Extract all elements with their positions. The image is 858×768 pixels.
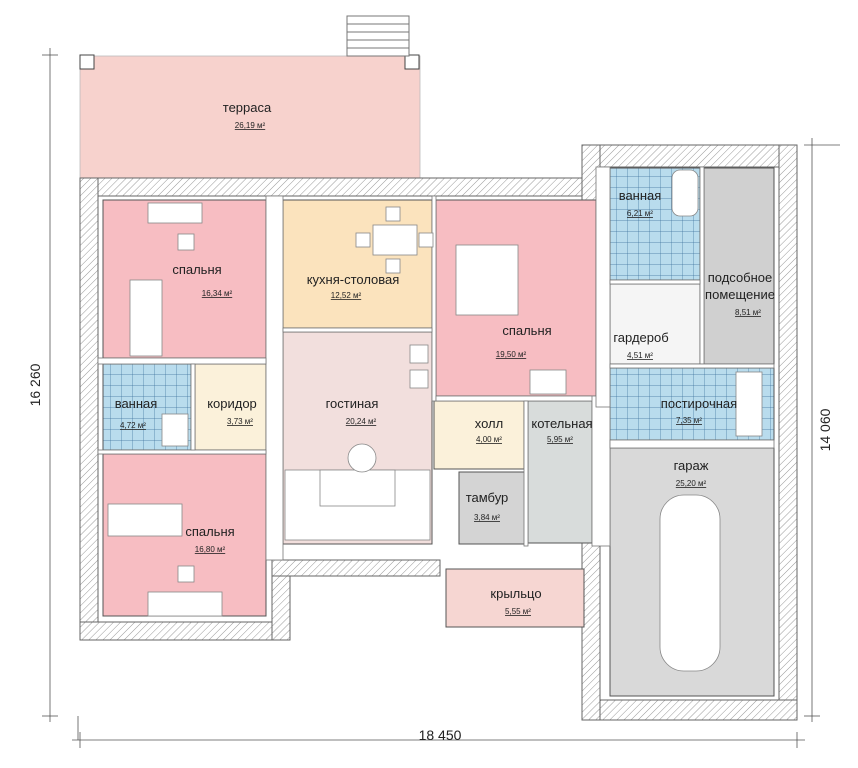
boiler-area: 5,95 м² — [547, 435, 573, 444]
dimension-right: 14 060 — [817, 408, 833, 451]
utility-label-line-1: подсобное — [708, 270, 773, 285]
corridor-area: 3,73 м² — [227, 417, 253, 426]
bedroom-3-label: спальня — [185, 524, 234, 539]
terrace-area: 26,19 м² — [235, 121, 266, 130]
living-area: 20,24 м² — [346, 417, 377, 426]
terrace-label: терраса — [223, 100, 272, 115]
living-label: гостиная — [326, 396, 379, 411]
bath-1-label: ванная — [115, 396, 158, 411]
laundry-area: 7,35 м² — [676, 416, 702, 425]
garage-area: 25,20 м² — [676, 479, 707, 488]
porch-area: 5,55 м² — [505, 607, 531, 616]
bedroom-1-room — [102, 199, 267, 359]
utility-area: 8,51 м² — [735, 308, 761, 317]
furniture — [107, 169, 763, 672]
bath-2-label: ванная — [619, 188, 662, 203]
dimension-left: 16 260 — [27, 363, 43, 406]
garage-label: гараж — [674, 458, 709, 473]
utility-label-line-2: помещение — [705, 287, 775, 302]
wardrobe-label: гардероб — [613, 330, 668, 345]
utility-room — [703, 167, 775, 365]
wardrobe-area: 4,51 м² — [627, 351, 653, 360]
kitchen-area: 12,52 м² — [331, 291, 362, 300]
tambour-room — [458, 471, 527, 545]
porch-room — [445, 568, 585, 628]
hall-label: холл — [475, 416, 503, 431]
corridor-label: коридор — [207, 396, 257, 411]
bedroom-3-area: 16,80 м² — [195, 545, 226, 554]
porch-label: крыльцо — [490, 586, 541, 601]
corridor-room — [194, 363, 267, 451]
hall-area: 4,00 м² — [476, 435, 502, 444]
bath-2-area: 6,21 м² — [627, 209, 653, 218]
tambour-label: тамбур — [466, 490, 509, 505]
tambour-area: 3,84 м² — [474, 513, 500, 522]
kitchen-label: кухня-столовая — [307, 272, 400, 287]
bedroom-1-area: 16,34 м² — [202, 289, 233, 298]
bath-1-area: 4,72 м² — [120, 421, 146, 430]
dimension-lines — [42, 48, 840, 748]
bedroom-2-label: спальня — [502, 323, 551, 338]
boiler-label: котельная — [531, 416, 592, 431]
wardrobe-room — [609, 283, 701, 365]
terrace-post — [404, 54, 420, 70]
kitchen-room — [282, 199, 433, 329]
laundry-label: постирочная — [661, 396, 737, 411]
hall-room — [433, 400, 525, 470]
terrace-post — [79, 54, 95, 70]
room-labels: терраса 26,19 м² кухня-столовая 12,52 м²… — [115, 100, 775, 616]
terrace-room — [79, 55, 421, 179]
bedroom-1-label: спальня — [172, 262, 221, 277]
terrace-steps — [346, 15, 410, 57]
interior-walls — [97, 166, 775, 561]
bedroom-2-area: 19,50 м² — [496, 350, 527, 359]
dimension-bottom: 18 450 — [419, 727, 462, 743]
